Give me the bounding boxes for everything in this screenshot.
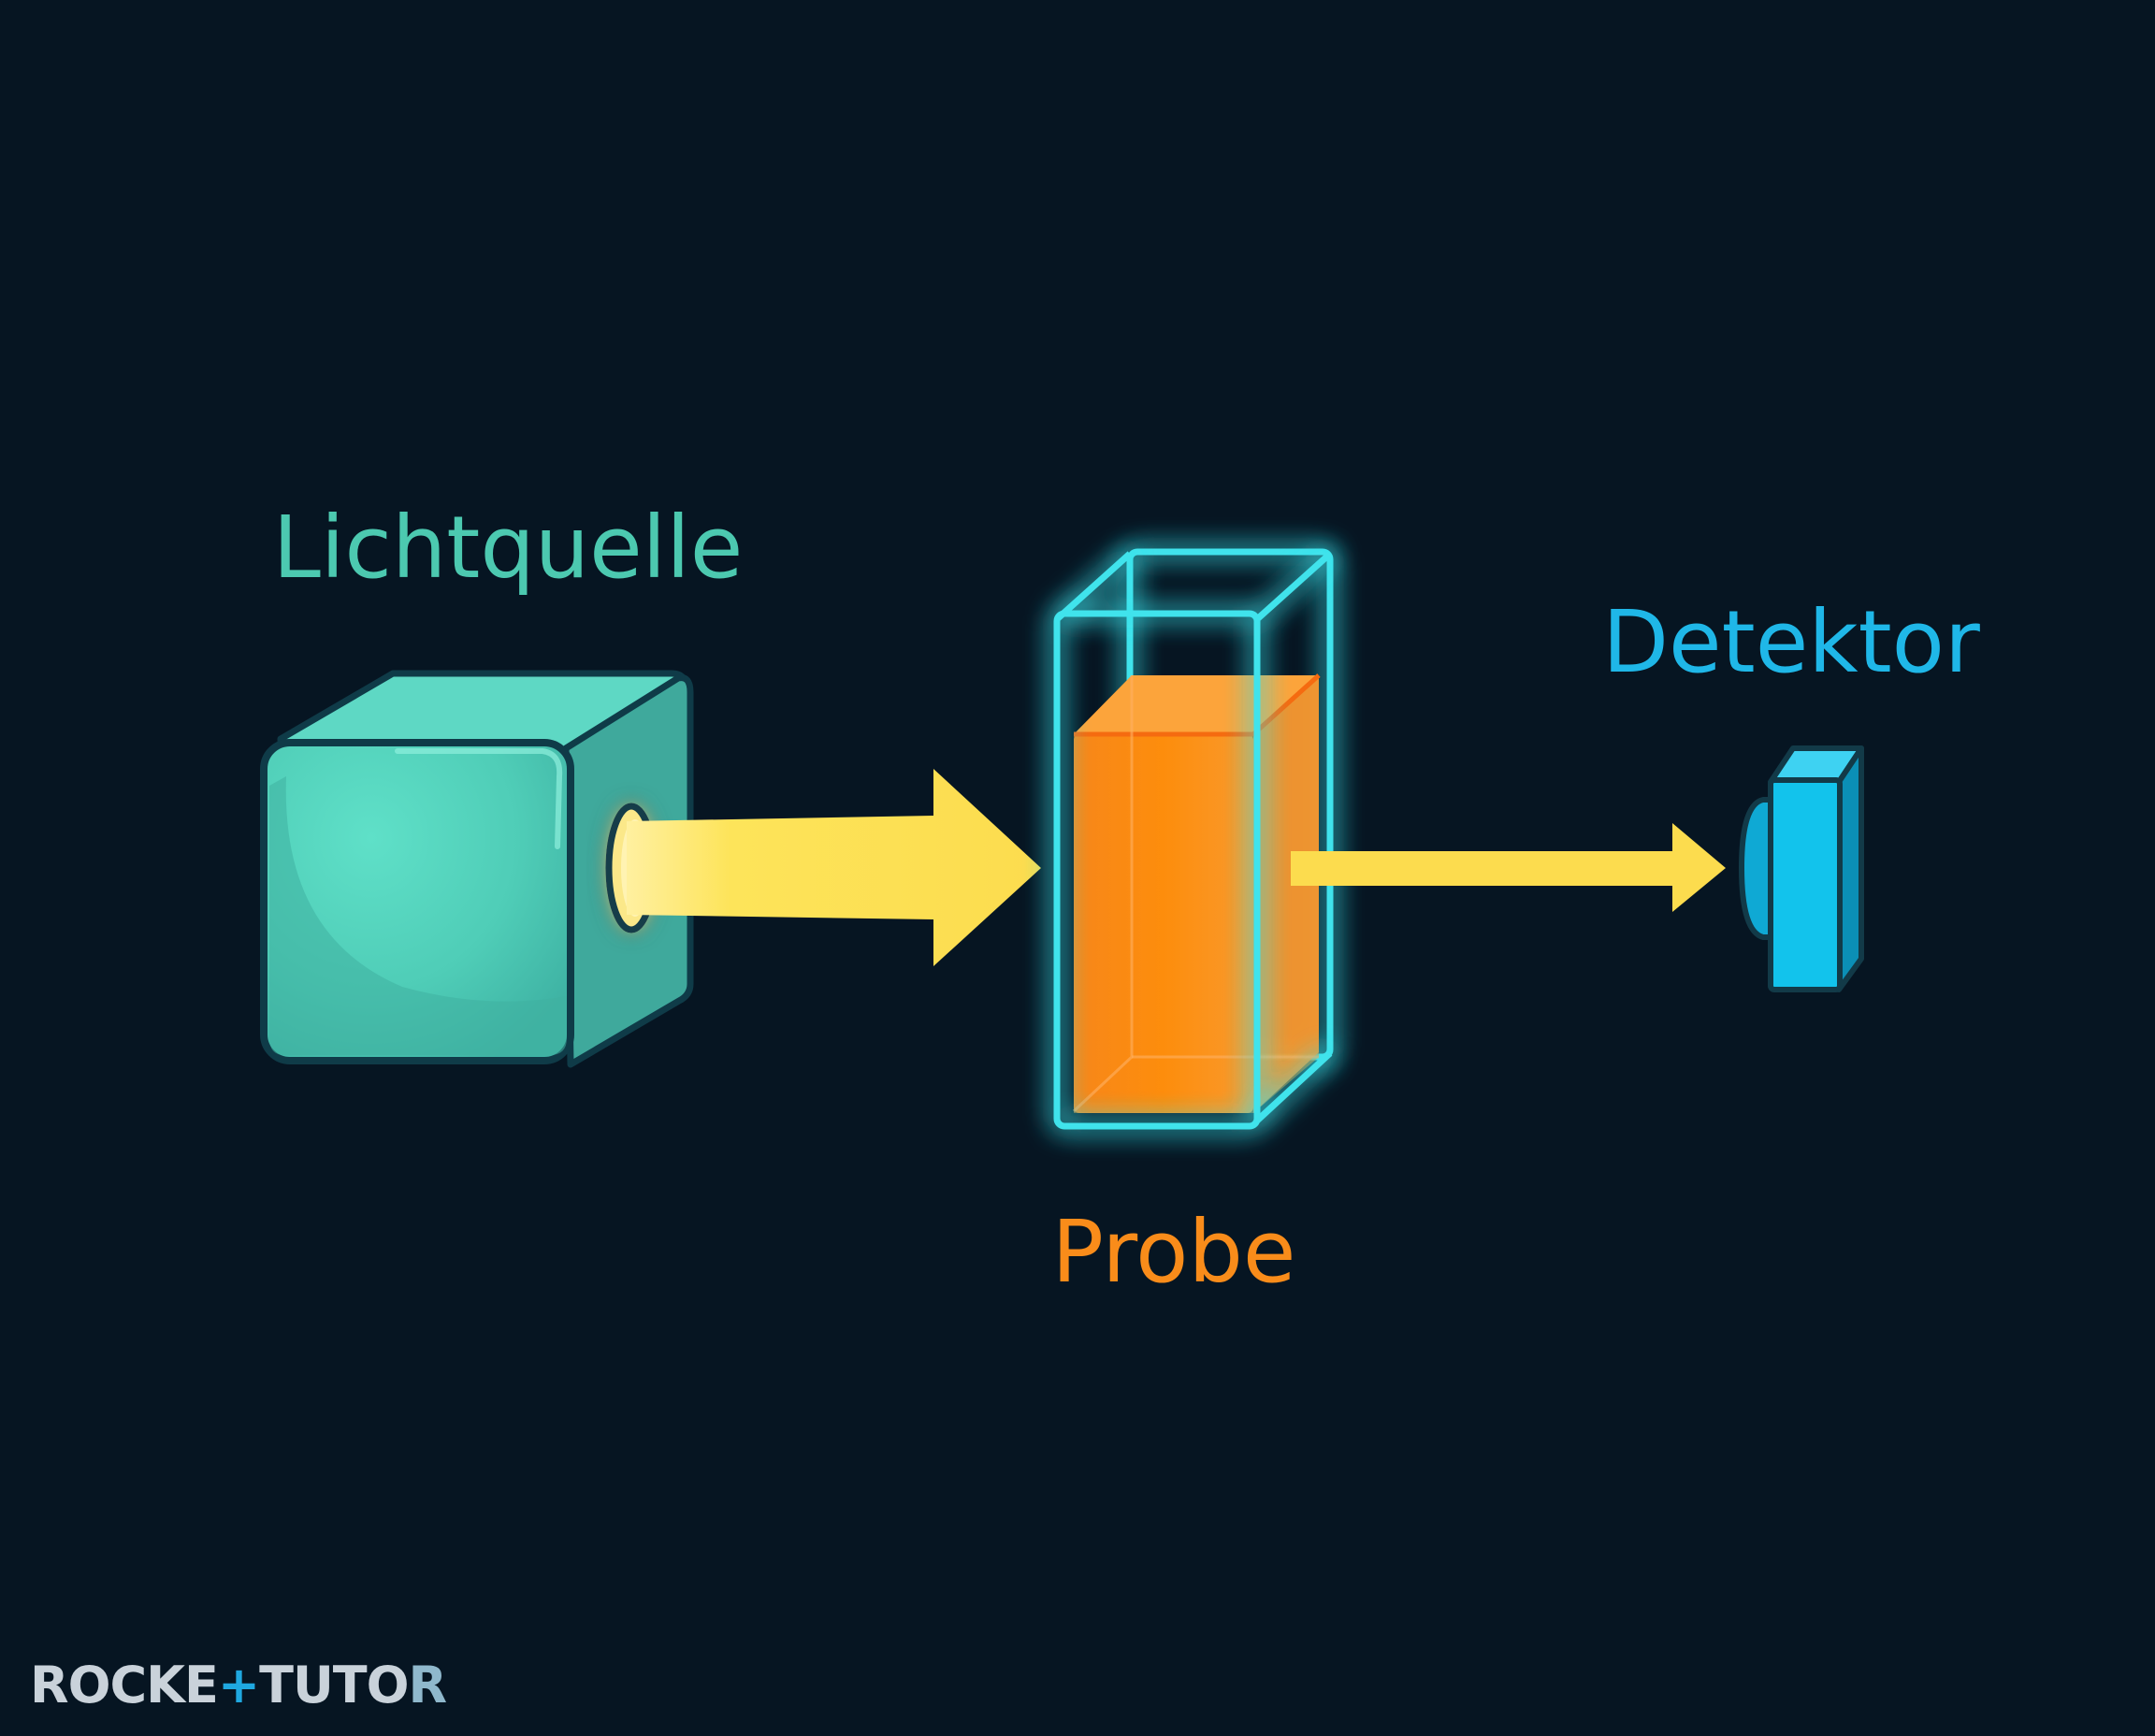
logo-text-part3: R <box>409 1656 447 1714</box>
detector-icon <box>1739 745 1864 992</box>
logo-text-part2: TUTO <box>259 1656 408 1714</box>
logo-cross-icon: + <box>218 1656 259 1714</box>
svg-text:ROCKE+TUTOR: ROCKE+TUTOR <box>30 1656 447 1714</box>
light-source-label: Lichtquelle <box>273 498 744 598</box>
logo-text-part1: ROCKE <box>30 1656 218 1714</box>
incident-light-arrow-icon <box>627 769 1041 966</box>
light-source-box-icon <box>260 670 694 1068</box>
detector-label: Detektor <box>1602 592 1980 692</box>
cuvette-icon <box>1053 548 1334 1130</box>
transmitted-light-arrow-icon <box>1291 823 1726 912</box>
sample-label: Probe <box>1052 1202 1296 1302</box>
rockettutor-logo: ROCKE+TUTOR <box>30 1656 448 1714</box>
